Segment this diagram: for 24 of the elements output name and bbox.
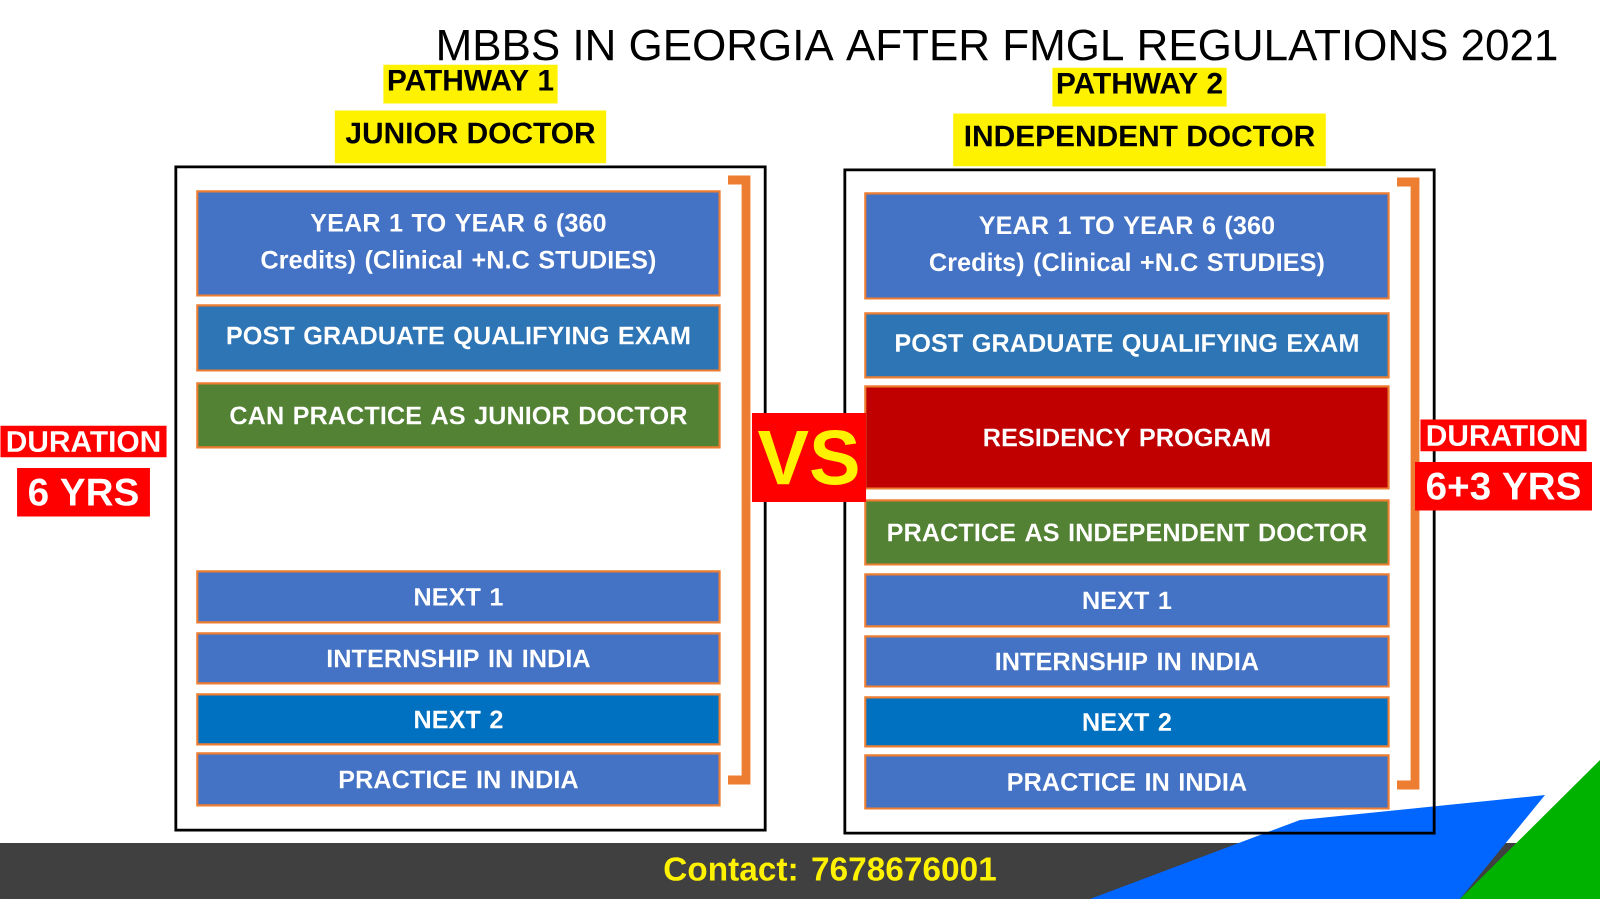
step-box: POST GRADUATE QUALIFYING EXAM (196, 304, 721, 372)
step-box: YEAR 1 TO YEAR 6 (360 Credits) (Clinical +N.C STUDIES) (864, 192, 1390, 300)
step-box: NEXT 2 (196, 693, 721, 746)
step-box: CAN PRACTICE AS JUNIOR DOCTOR (196, 382, 721, 449)
node-label: INDEPENDENT DOCTOR (965, 125, 1315, 147)
step-box: INTERNSHIP IN INDIA (196, 632, 721, 685)
duration-label: DURATION 6 YRS (0, 425, 167, 517)
step-box: YEAR 1 TO YEAR 6 (360 Credits) (Clinical +N.C STUDIES) (196, 190, 721, 297)
step-box: PRACTICE IN INDIA (196, 752, 721, 807)
node-label: JUNIOR DOCTOR (345, 122, 595, 144)
step-box: INTERNSHIP IN INDIA (864, 635, 1390, 688)
step-box: NEXT 1 (864, 573, 1390, 628)
step-box: PRACTICE AS INDEPENDENT DOCTOR (864, 499, 1390, 566)
step-box: POST GRADUATE QUALIFYING EXAM (864, 312, 1390, 379)
step-box: NEXT 1 (196, 570, 721, 624)
duration-label: DURATION 6+3 YRS (1415, 419, 1592, 511)
step-box: NEXT 2 (864, 696, 1390, 748)
contact-text: Contact: 7678676001 (664, 857, 996, 881)
versus-box: VS (752, 413, 867, 503)
step-box: RESIDENCY PROGRAM (864, 385, 1390, 490)
step-box: PRACTICE IN INDIA (864, 754, 1390, 810)
node-label: PATHWAY 2 (1057, 72, 1222, 94)
title: MBBS IN GEORGIA AFTER FMGL REGULATIONS 2021 (439, 29, 1557, 61)
node-label: PATHWAY 1 (388, 69, 554, 91)
